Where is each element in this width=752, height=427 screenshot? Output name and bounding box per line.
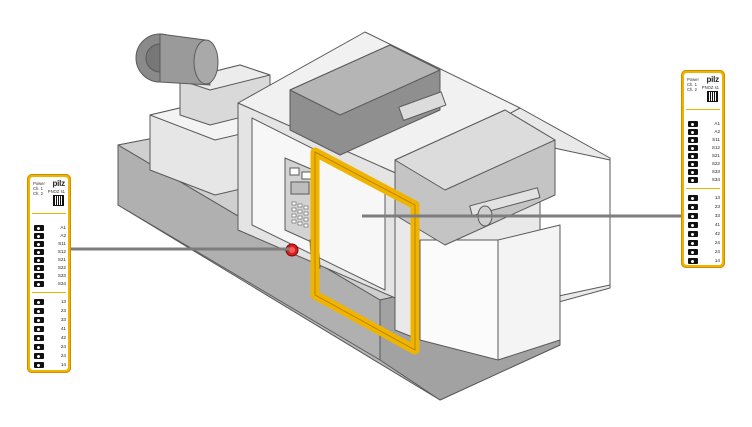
divider <box>32 213 66 214</box>
terminal-label: S21 <box>711 153 720 158</box>
led-label: Ch. 2 <box>687 87 698 92</box>
terminal-screw-icon <box>34 225 44 231</box>
signal-lines <box>68 214 683 251</box>
terminal-label: 42 <box>714 231 720 236</box>
led-label: Power <box>33 181 45 186</box>
terminal-label: A2 <box>60 233 66 238</box>
terminal-screw-icon <box>688 121 698 127</box>
terminal-screw-icon <box>688 204 698 210</box>
terminal-label: S33 <box>57 273 66 278</box>
control-panel <box>284 157 319 246</box>
terminal-label: 33 <box>714 213 720 218</box>
terminal-label: 14 <box>714 258 720 263</box>
terminal-label: 42 <box>60 335 66 340</box>
terminal-screw-icon <box>34 299 44 305</box>
led-label: Power <box>687 77 699 82</box>
terminal-label: A1 <box>60 225 66 230</box>
safety-relay-left: Power Ch. 1 Ch. 2 pilz PNOZ s1 A1 A2 S11… <box>27 174 71 373</box>
terminal-label: S11 <box>58 241 66 246</box>
terminal-screw-icon <box>688 137 698 143</box>
qr-code-icon <box>707 91 718 102</box>
terminal-screw-icon <box>688 161 698 167</box>
terminal-label: 24 <box>60 353 66 358</box>
divider <box>32 292 66 293</box>
terminal-screw-icon <box>34 281 44 287</box>
terminal-label: 23 <box>60 308 66 313</box>
terminal-label: A1 <box>714 121 720 126</box>
terminal-screw-icon <box>34 257 44 263</box>
terminal-label: S22 <box>711 161 720 166</box>
terminal-label: S12 <box>711 145 720 150</box>
terminal-screw-icon <box>688 195 698 201</box>
terminal-label: S34 <box>711 177 720 182</box>
terminal-screw-icon <box>688 231 698 237</box>
terminal-screw-icon <box>688 213 698 219</box>
terminal-label: S34 <box>57 281 66 286</box>
terminal-screw-icon <box>34 317 44 323</box>
motor <box>135 33 219 86</box>
brand-logo: pilz <box>706 75 719 84</box>
terminal-screw-icon <box>34 326 44 332</box>
terminal-screw-icon <box>688 145 698 151</box>
relay-face: Power Ch. 1 Ch. 2 pilz PNOZ s1 A1 A2 S11… <box>684 73 722 265</box>
terminal-screw-icon <box>34 273 44 279</box>
terminal-label: 24 <box>60 344 66 349</box>
terminal-screw-icon <box>688 258 698 264</box>
terminal-screw-icon <box>34 308 44 314</box>
terminal-screw-icon <box>34 233 44 239</box>
terminal-screw-icon <box>34 249 44 255</box>
terminal-screw-icon <box>688 222 698 228</box>
led-label: Ch. 2 <box>33 191 44 196</box>
terminal-label: S33 <box>711 169 720 174</box>
terminal-label: 24 <box>714 240 720 245</box>
brand-logo: pilz <box>52 179 65 188</box>
safety-door-frame <box>310 147 420 355</box>
safety-relay-right: Power Ch. 1 Ch. 2 pilz PNOZ s1 A1 A2 S11… <box>681 70 725 268</box>
terminal-screw-icon <box>688 169 698 175</box>
terminal-label: S12 <box>57 249 66 254</box>
divider <box>686 188 720 189</box>
terminal-screw-icon <box>688 249 698 255</box>
terminal-screw-icon <box>34 265 44 271</box>
terminal-label: S21 <box>57 257 66 262</box>
terminal-screw-icon <box>688 240 698 246</box>
terminal-label: 23 <box>714 204 720 209</box>
terminal-screw-icon <box>34 335 44 341</box>
terminal-screw-icon <box>34 362 44 368</box>
terminal-label: 14 <box>60 362 66 367</box>
relay-face: Power Ch. 1 Ch. 2 pilz PNOZ s1 A1 A2 S11… <box>30 177 68 370</box>
terminal-label: 33 <box>60 317 66 322</box>
terminal-label: 41 <box>60 326 66 331</box>
terminal-screw-icon <box>34 241 44 247</box>
emergency-stop-button <box>285 243 299 257</box>
terminal-label: 41 <box>714 222 720 227</box>
terminal-label: A2 <box>714 129 720 134</box>
divider <box>686 109 720 110</box>
qr-code-icon <box>53 195 64 206</box>
terminal-label: 13 <box>60 299 66 304</box>
terminal-screw-icon <box>688 177 698 183</box>
model-label: PNOZ s1 <box>47 189 65 194</box>
terminal-screw-icon <box>34 353 44 359</box>
led-label: Ch. 1 <box>33 186 44 191</box>
terminal-label: 24 <box>714 249 720 254</box>
led-label: Ch. 1 <box>687 82 698 87</box>
terminal-screw-icon <box>688 129 698 135</box>
terminal-label: S22 <box>57 265 66 270</box>
terminal-screw-icon <box>688 153 698 159</box>
terminal-screw-icon <box>34 344 44 350</box>
terminal-label: 13 <box>714 195 720 200</box>
terminal-label: S11 <box>712 137 720 142</box>
model-label: PNOZ s1 <box>701 85 719 90</box>
